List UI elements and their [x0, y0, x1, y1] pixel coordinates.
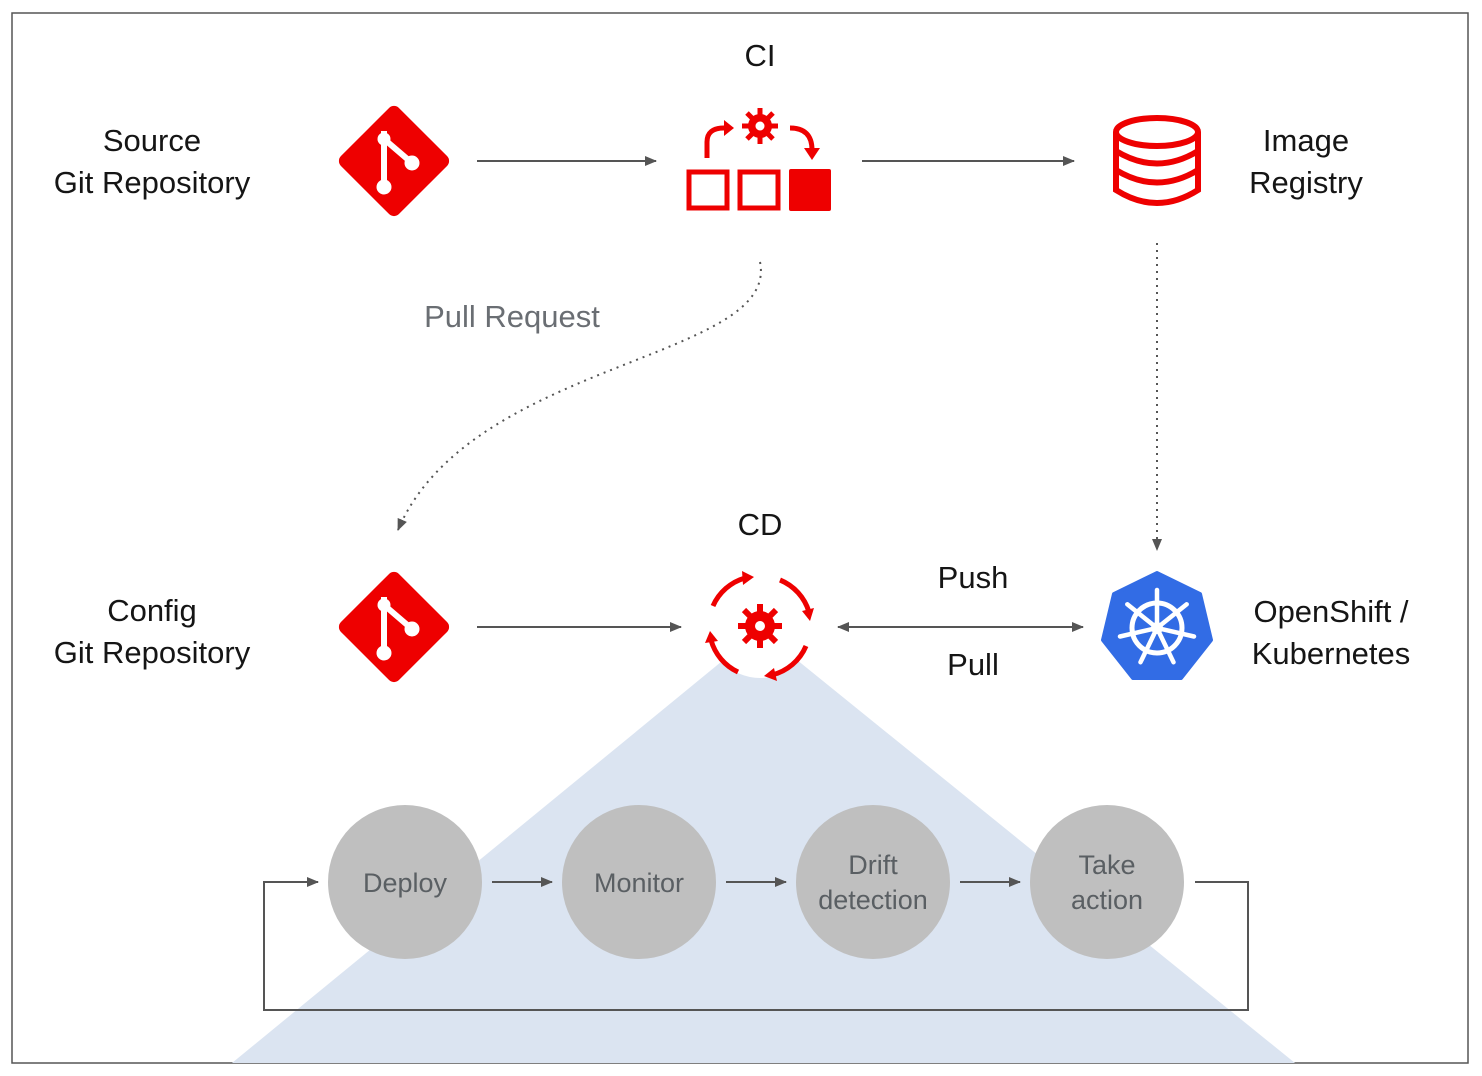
image-registry-label-line1: Image: [1263, 123, 1349, 158]
ci-pipeline-icon: [686, 108, 831, 211]
loop-step-drift-detection: Drift detection: [796, 805, 950, 959]
push-label: Push: [938, 560, 1009, 595]
loop-return-path: [263, 877, 1249, 1011]
loop-step-deploy: Deploy: [328, 805, 482, 959]
cluster-label-line2: Kubernetes: [1252, 636, 1411, 671]
git-icon: [338, 105, 450, 217]
pull-label: Pull: [947, 647, 999, 682]
loop-step-take-action: Take action: [1030, 805, 1184, 959]
step-label-line1: Take: [1078, 850, 1135, 880]
git-icon: [338, 571, 450, 683]
kubernetes-helm-icon: [1101, 571, 1213, 680]
step-label: Deploy: [363, 868, 448, 898]
cd-scope-cone: [232, 630, 1295, 1063]
ci-title: CI: [745, 38, 776, 73]
database-icon: [1113, 115, 1201, 206]
step-label-line1: Drift: [848, 850, 898, 880]
loop-step-monitor: Monitor: [562, 805, 716, 959]
cd-title: CD: [738, 507, 783, 542]
step-label-line2: action: [1071, 885, 1143, 915]
step-label: Monitor: [594, 868, 684, 898]
pull-request-label: Pull Request: [424, 299, 600, 334]
config-repo-label-line2: Git Repository: [54, 635, 251, 670]
cluster-label-line1: OpenShift /: [1253, 594, 1408, 629]
config-repo-label-line1: Config: [107, 593, 197, 628]
cd-sync-cycle-icon: [705, 571, 814, 681]
image-registry-label-line2: Registry: [1249, 165, 1363, 200]
source-repo-label-line2: Git Repository: [54, 165, 251, 200]
step-label-line2: detection: [818, 885, 928, 915]
source-repo-label-line1: Source: [103, 123, 201, 158]
